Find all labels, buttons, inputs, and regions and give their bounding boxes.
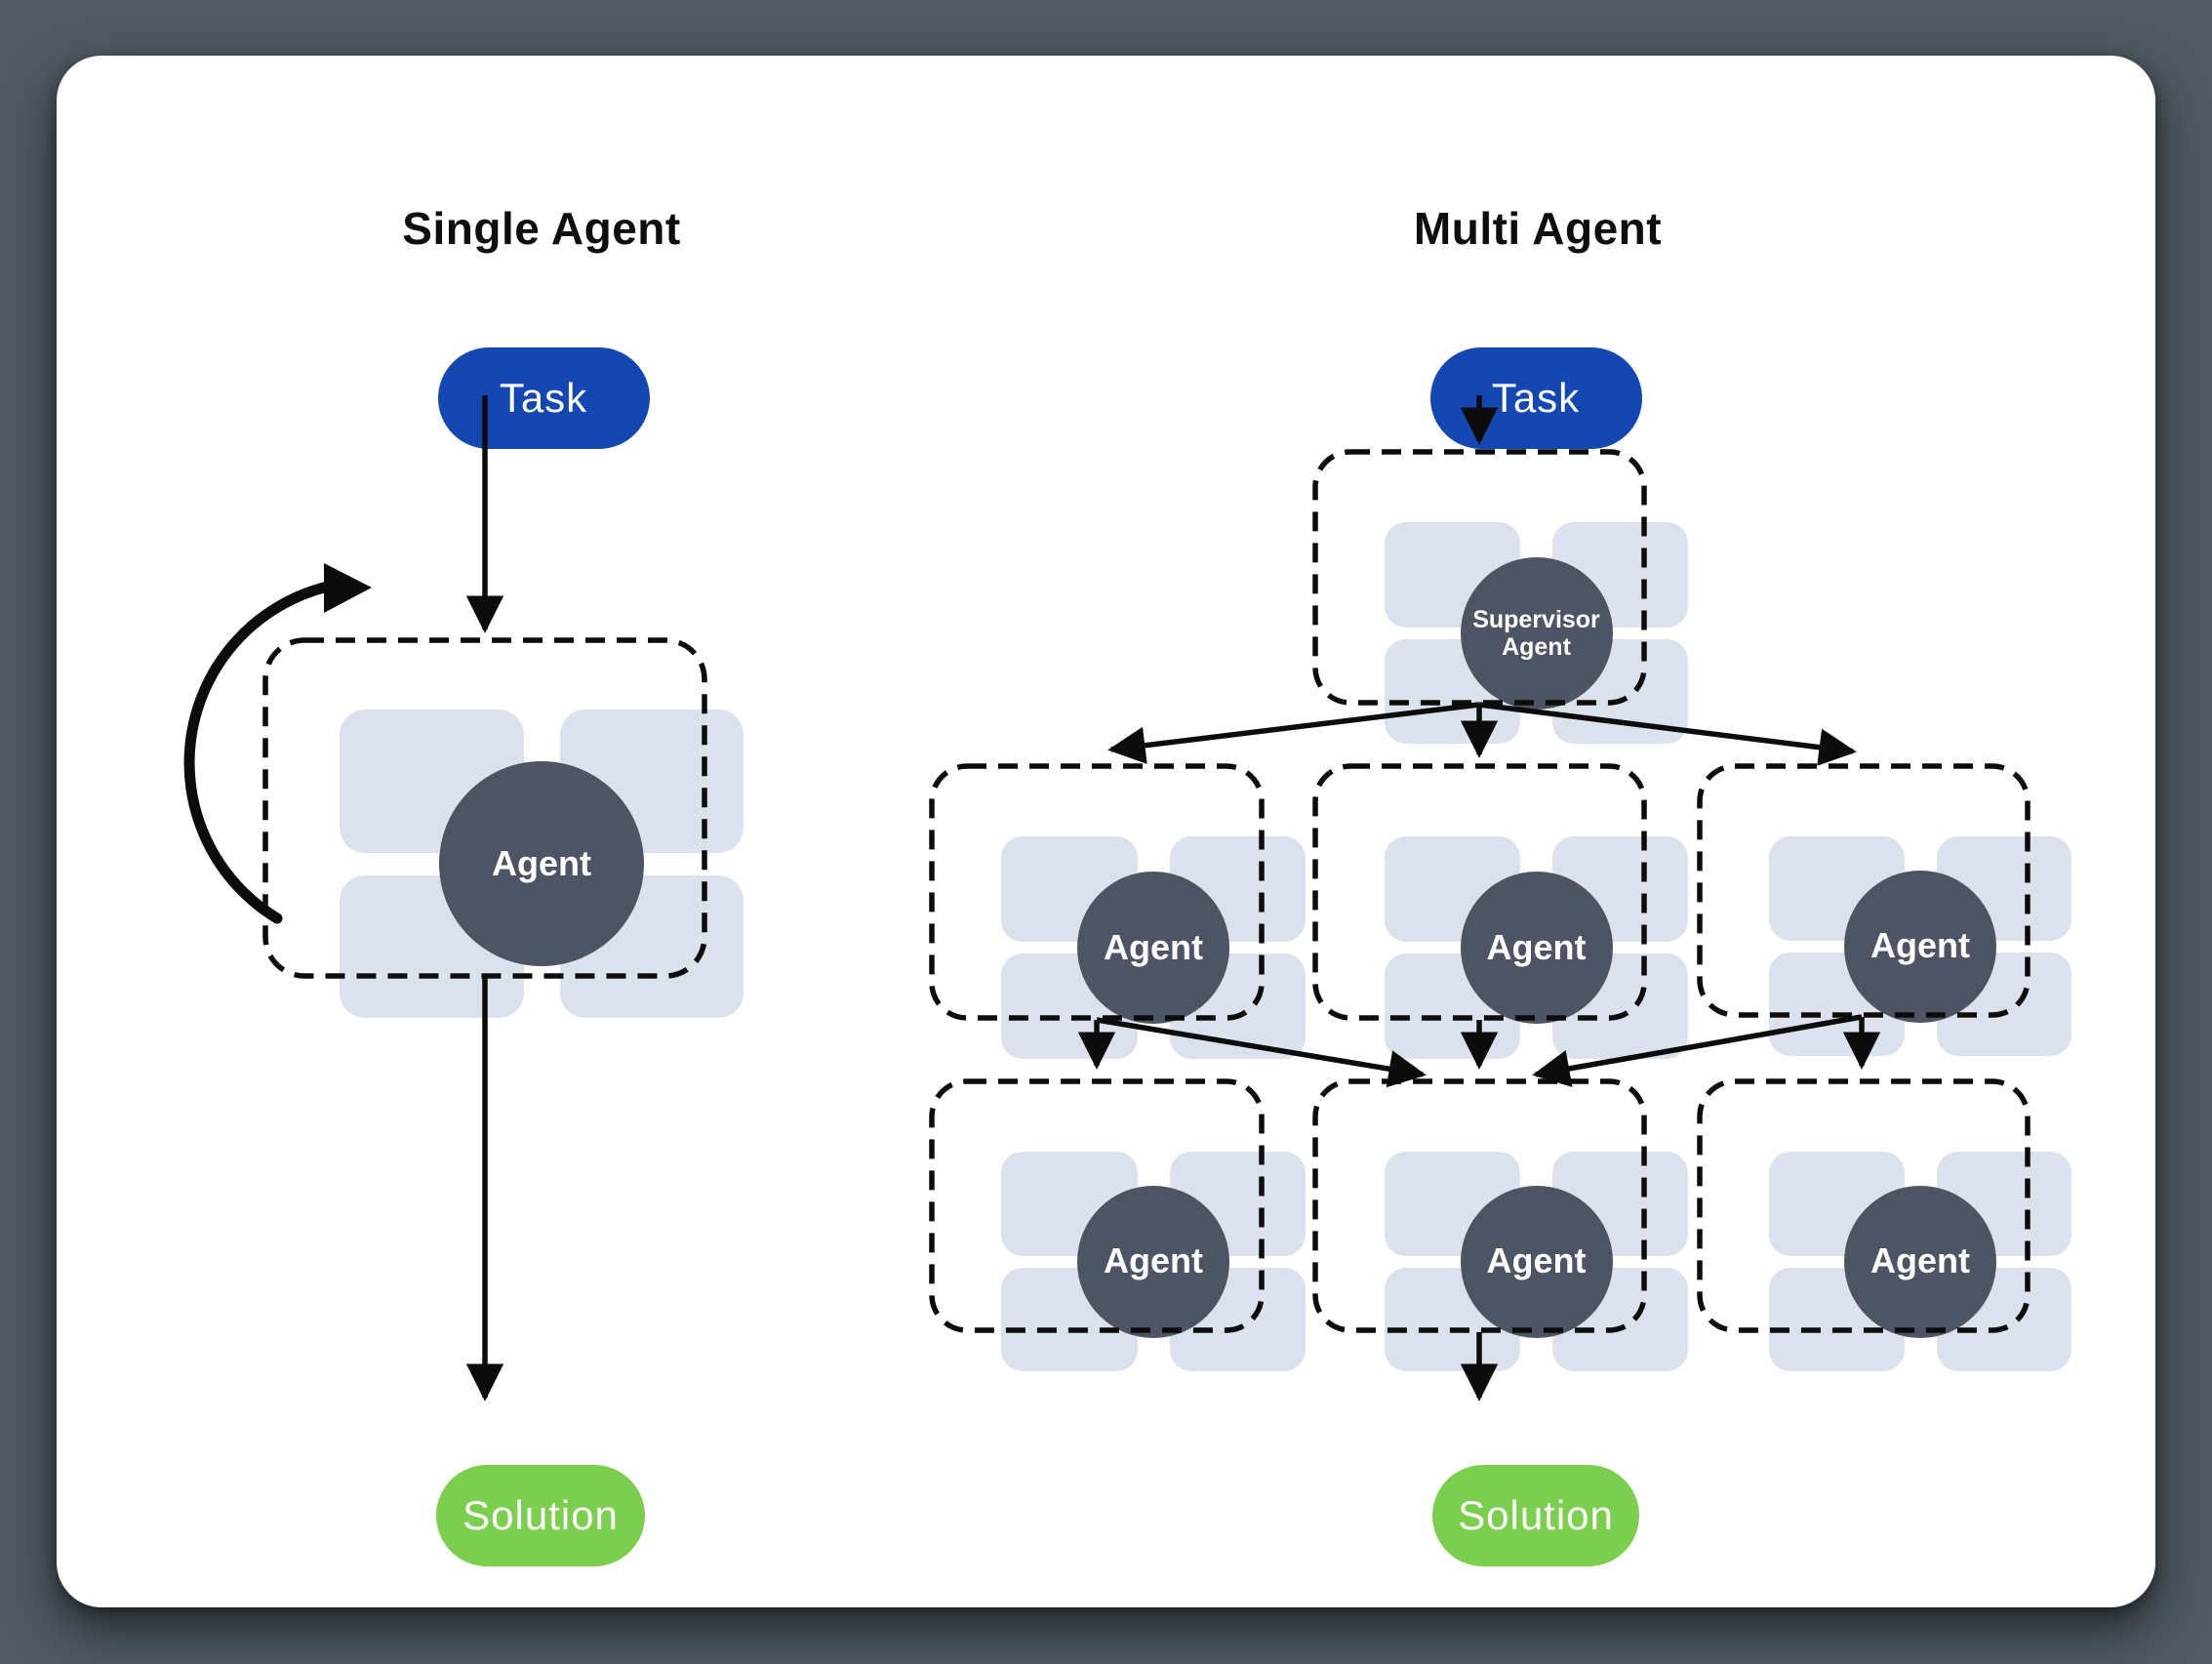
agent-mid-center-circle: Agent bbox=[1460, 872, 1613, 1024]
task-left-label: Task bbox=[499, 375, 588, 421]
agent-mid-right-label: Agent bbox=[1870, 925, 1970, 966]
agent-mid-center-label: Agent bbox=[1486, 926, 1587, 967]
solution-left-label: Solution bbox=[463, 1492, 619, 1538]
task-right-label: Task bbox=[1491, 375, 1581, 421]
supervisor-agent-label: Agent bbox=[1502, 632, 1571, 661]
agent-bottom-left-circle: Agent bbox=[1077, 1185, 1229, 1338]
agent-bottom-right-label: Agent bbox=[1870, 1240, 1970, 1281]
task-right-pill: Task bbox=[1429, 347, 1642, 449]
agent-bottom-left-label: Agent bbox=[1104, 1240, 1203, 1281]
single-agent-title: Single Agent bbox=[402, 203, 681, 254]
agent-bottom-right-circle: Agent bbox=[1844, 1185, 1996, 1338]
agent-mid-left-label: Agent bbox=[1104, 926, 1203, 967]
solution-left-pill: Solution bbox=[436, 1465, 645, 1566]
supervisor-agent-label: Supervisor bbox=[1472, 605, 1600, 633]
task-left-pill: Task bbox=[437, 347, 650, 449]
multi-agent-title: Multi Agent bbox=[1413, 203, 1663, 254]
agent-mid-left-circle: Agent bbox=[1077, 872, 1229, 1024]
solution-right-pill: Solution bbox=[1432, 1465, 1639, 1566]
agent-mid-right-circle: Agent bbox=[1844, 870, 1996, 1023]
single-agent-label: Agent bbox=[492, 842, 591, 883]
agent-bottom-center-label: Agent bbox=[1486, 1240, 1587, 1281]
agent-bottom-center-circle: Agent bbox=[1460, 1185, 1613, 1338]
single-agent-circle: Agent bbox=[439, 761, 644, 966]
solution-right-label: Solution bbox=[1458, 1492, 1614, 1538]
